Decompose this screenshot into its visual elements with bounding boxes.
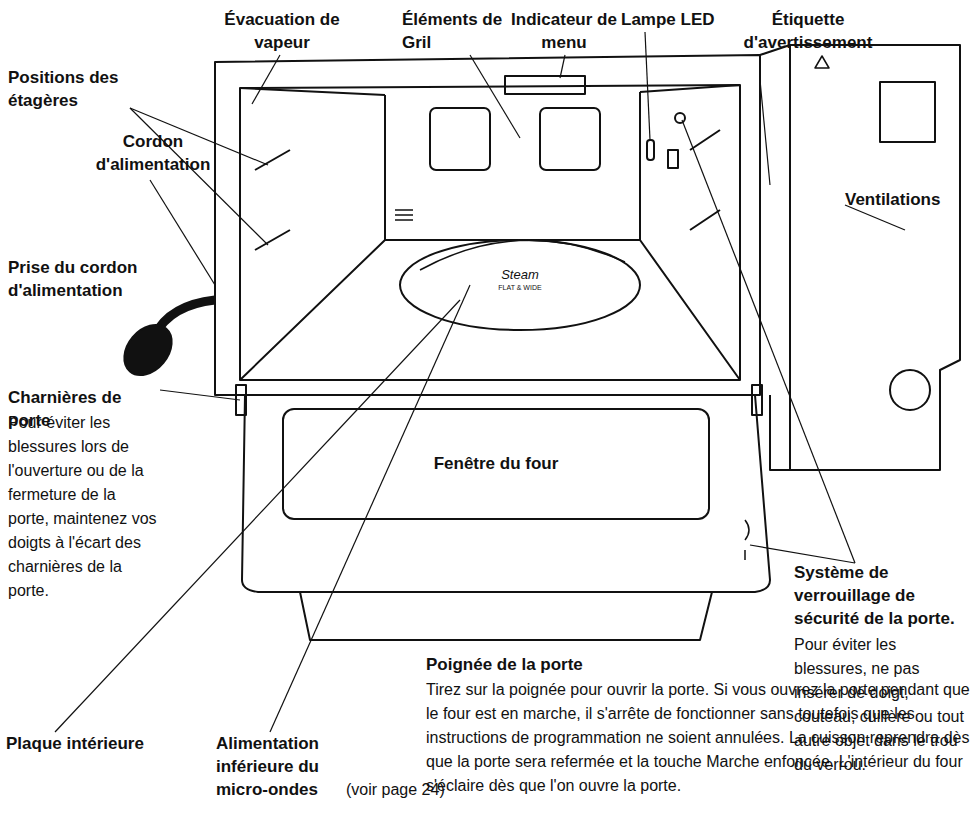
- panel-edge: [789, 45, 791, 470]
- part-name: Évacuation de vapeur: [212, 8, 352, 54]
- part-name: Étiquette d'avertissement: [733, 8, 883, 54]
- grill-element: [540, 108, 600, 170]
- menu-indicator: [505, 76, 585, 94]
- part-name: Indicateur de menu: [508, 8, 620, 54]
- part-note: Pour éviter les blessures lors de l'ouve…: [8, 411, 160, 603]
- door-handle: [300, 592, 712, 640]
- part-name: Lampe LED: [621, 8, 731, 31]
- back-wall: [385, 92, 640, 240]
- page-reference: (voir page 24): [346, 778, 486, 801]
- control-display: [880, 82, 935, 142]
- part-note: Tirez sur la poignée pour ouvrir la port…: [426, 678, 974, 798]
- shelf-position: [255, 150, 290, 250]
- oven-door: [242, 395, 770, 592]
- leader-lines: [55, 32, 905, 732]
- door-latch: [745, 520, 749, 560]
- plate-swoosh: [420, 240, 625, 270]
- led-lamp: [647, 140, 654, 160]
- warning-triangle: [815, 56, 829, 68]
- oven-side: [760, 45, 960, 470]
- oven-cavity: [240, 85, 740, 380]
- oven-window: Fenêtre du four: [282, 408, 710, 520]
- oven-body: [215, 55, 760, 395]
- part-name: Système de verrouillage de sécurité de l…: [794, 561, 974, 630]
- part-name: Plaque intérieure: [6, 732, 186, 755]
- part-name: Positions des étagères: [8, 66, 138, 112]
- part-name: Ventilations: [845, 188, 975, 211]
- window-label: Fenêtre du four: [434, 454, 559, 474]
- vent-holes: [395, 210, 413, 220]
- lock-hole: [668, 150, 678, 168]
- part-name: Éléments de Gril: [402, 8, 507, 54]
- grill-element: [430, 108, 490, 170]
- part-name: Prise du cordon d'alimentation: [8, 256, 158, 302]
- lock-hole: [675, 113, 685, 123]
- cavity-depth: [240, 85, 740, 380]
- power-plug: [115, 316, 182, 385]
- plate-brand: FLAT & WIDE: [470, 283, 570, 292]
- inner-plate: [400, 240, 640, 330]
- part-name: Cordon d'alimentation: [88, 130, 218, 176]
- part-name: Alimentation inférieure du micro-ondes: [216, 732, 346, 801]
- part-name: Poignée de la porte: [426, 653, 826, 676]
- plate-brand: Steam: [480, 268, 560, 282]
- control-knob: [890, 370, 930, 410]
